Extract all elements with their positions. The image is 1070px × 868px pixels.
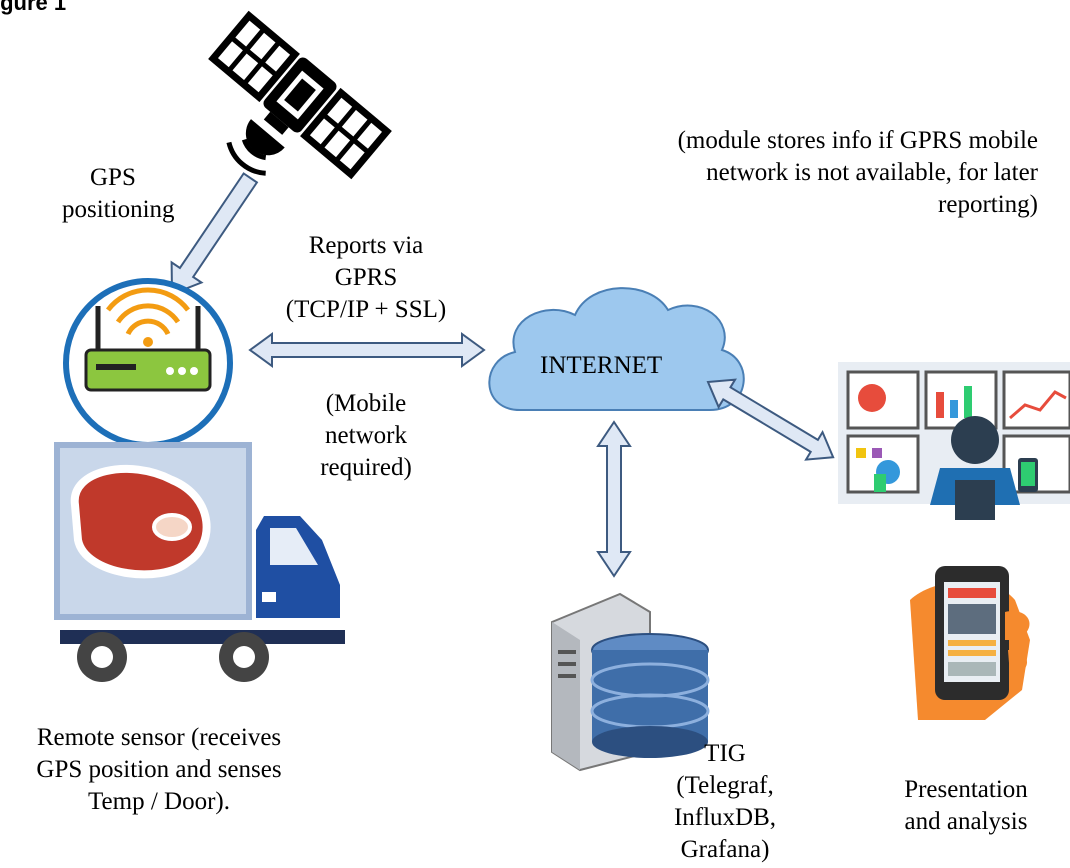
module-stores-label: (module stores info if GPRS mobile netwo… [586, 125, 1038, 221]
mobile-network-label: (Mobile network required) [286, 388, 446, 484]
module-line-3: reporting) [938, 191, 1038, 218]
satellite-icon [208, 10, 392, 180]
tig-label: TIG (Telegraf, InfluxDB, Grafana) [660, 738, 790, 866]
reports-arrow [248, 332, 486, 368]
truck-icon [54, 442, 345, 682]
mobile-line-1: (Mobile [325, 390, 407, 417]
internet-label: INTERNET [540, 352, 663, 379]
mobile-line-3: required) [320, 454, 412, 481]
mobile-line-2: network [325, 422, 407, 449]
tig-line-2: (Telegraf, [676, 772, 774, 799]
gps-line-1: GPS [90, 164, 136, 191]
presentation-label: Presentation and analysis [876, 774, 1056, 838]
presentation-line-1: Presentation [904, 776, 1028, 803]
gps-positioning-label: GPS positioning [62, 162, 202, 226]
tig-line-3: InfluxDB, [673, 804, 777, 831]
reports-line-1: Reports via [308, 232, 424, 259]
sensor-line-3: Temp / Door). [88, 788, 230, 815]
sensor-line-1: Remote sensor (receives [36, 724, 282, 751]
monitoring-station-icon [838, 362, 1070, 520]
remote-sensor-label: Remote sensor (receives GPS position and… [2, 722, 316, 818]
smartphone-icon [910, 566, 1030, 720]
figure-label: igure 1 [0, 0, 67, 15]
cloud-icon [488, 287, 745, 411]
server-database-icon [551, 592, 710, 772]
monitor-arrow [706, 378, 835, 461]
gps-line-2: positioning [62, 196, 175, 223]
reports-line-3: (TCP/IP + SSL) [285, 296, 447, 323]
reports-line-2: GPRS [334, 264, 398, 291]
presentation-line-2: and analysis [904, 808, 1028, 835]
server-arrow [596, 420, 632, 578]
router-icon [63, 278, 233, 448]
reports-via-label: Reports via GPRS (TCP/IP + SSL) [246, 230, 486, 326]
tig-line-1: TIG [704, 740, 746, 767]
module-line-2: network is not available, for later [706, 159, 1038, 186]
gps-arrow [170, 172, 259, 296]
tig-line-4: Grafana) [680, 836, 770, 863]
module-line-1: (module stores info if GPRS mobile [677, 127, 1038, 154]
sensor-line-2: GPS position and senses [36, 756, 282, 783]
